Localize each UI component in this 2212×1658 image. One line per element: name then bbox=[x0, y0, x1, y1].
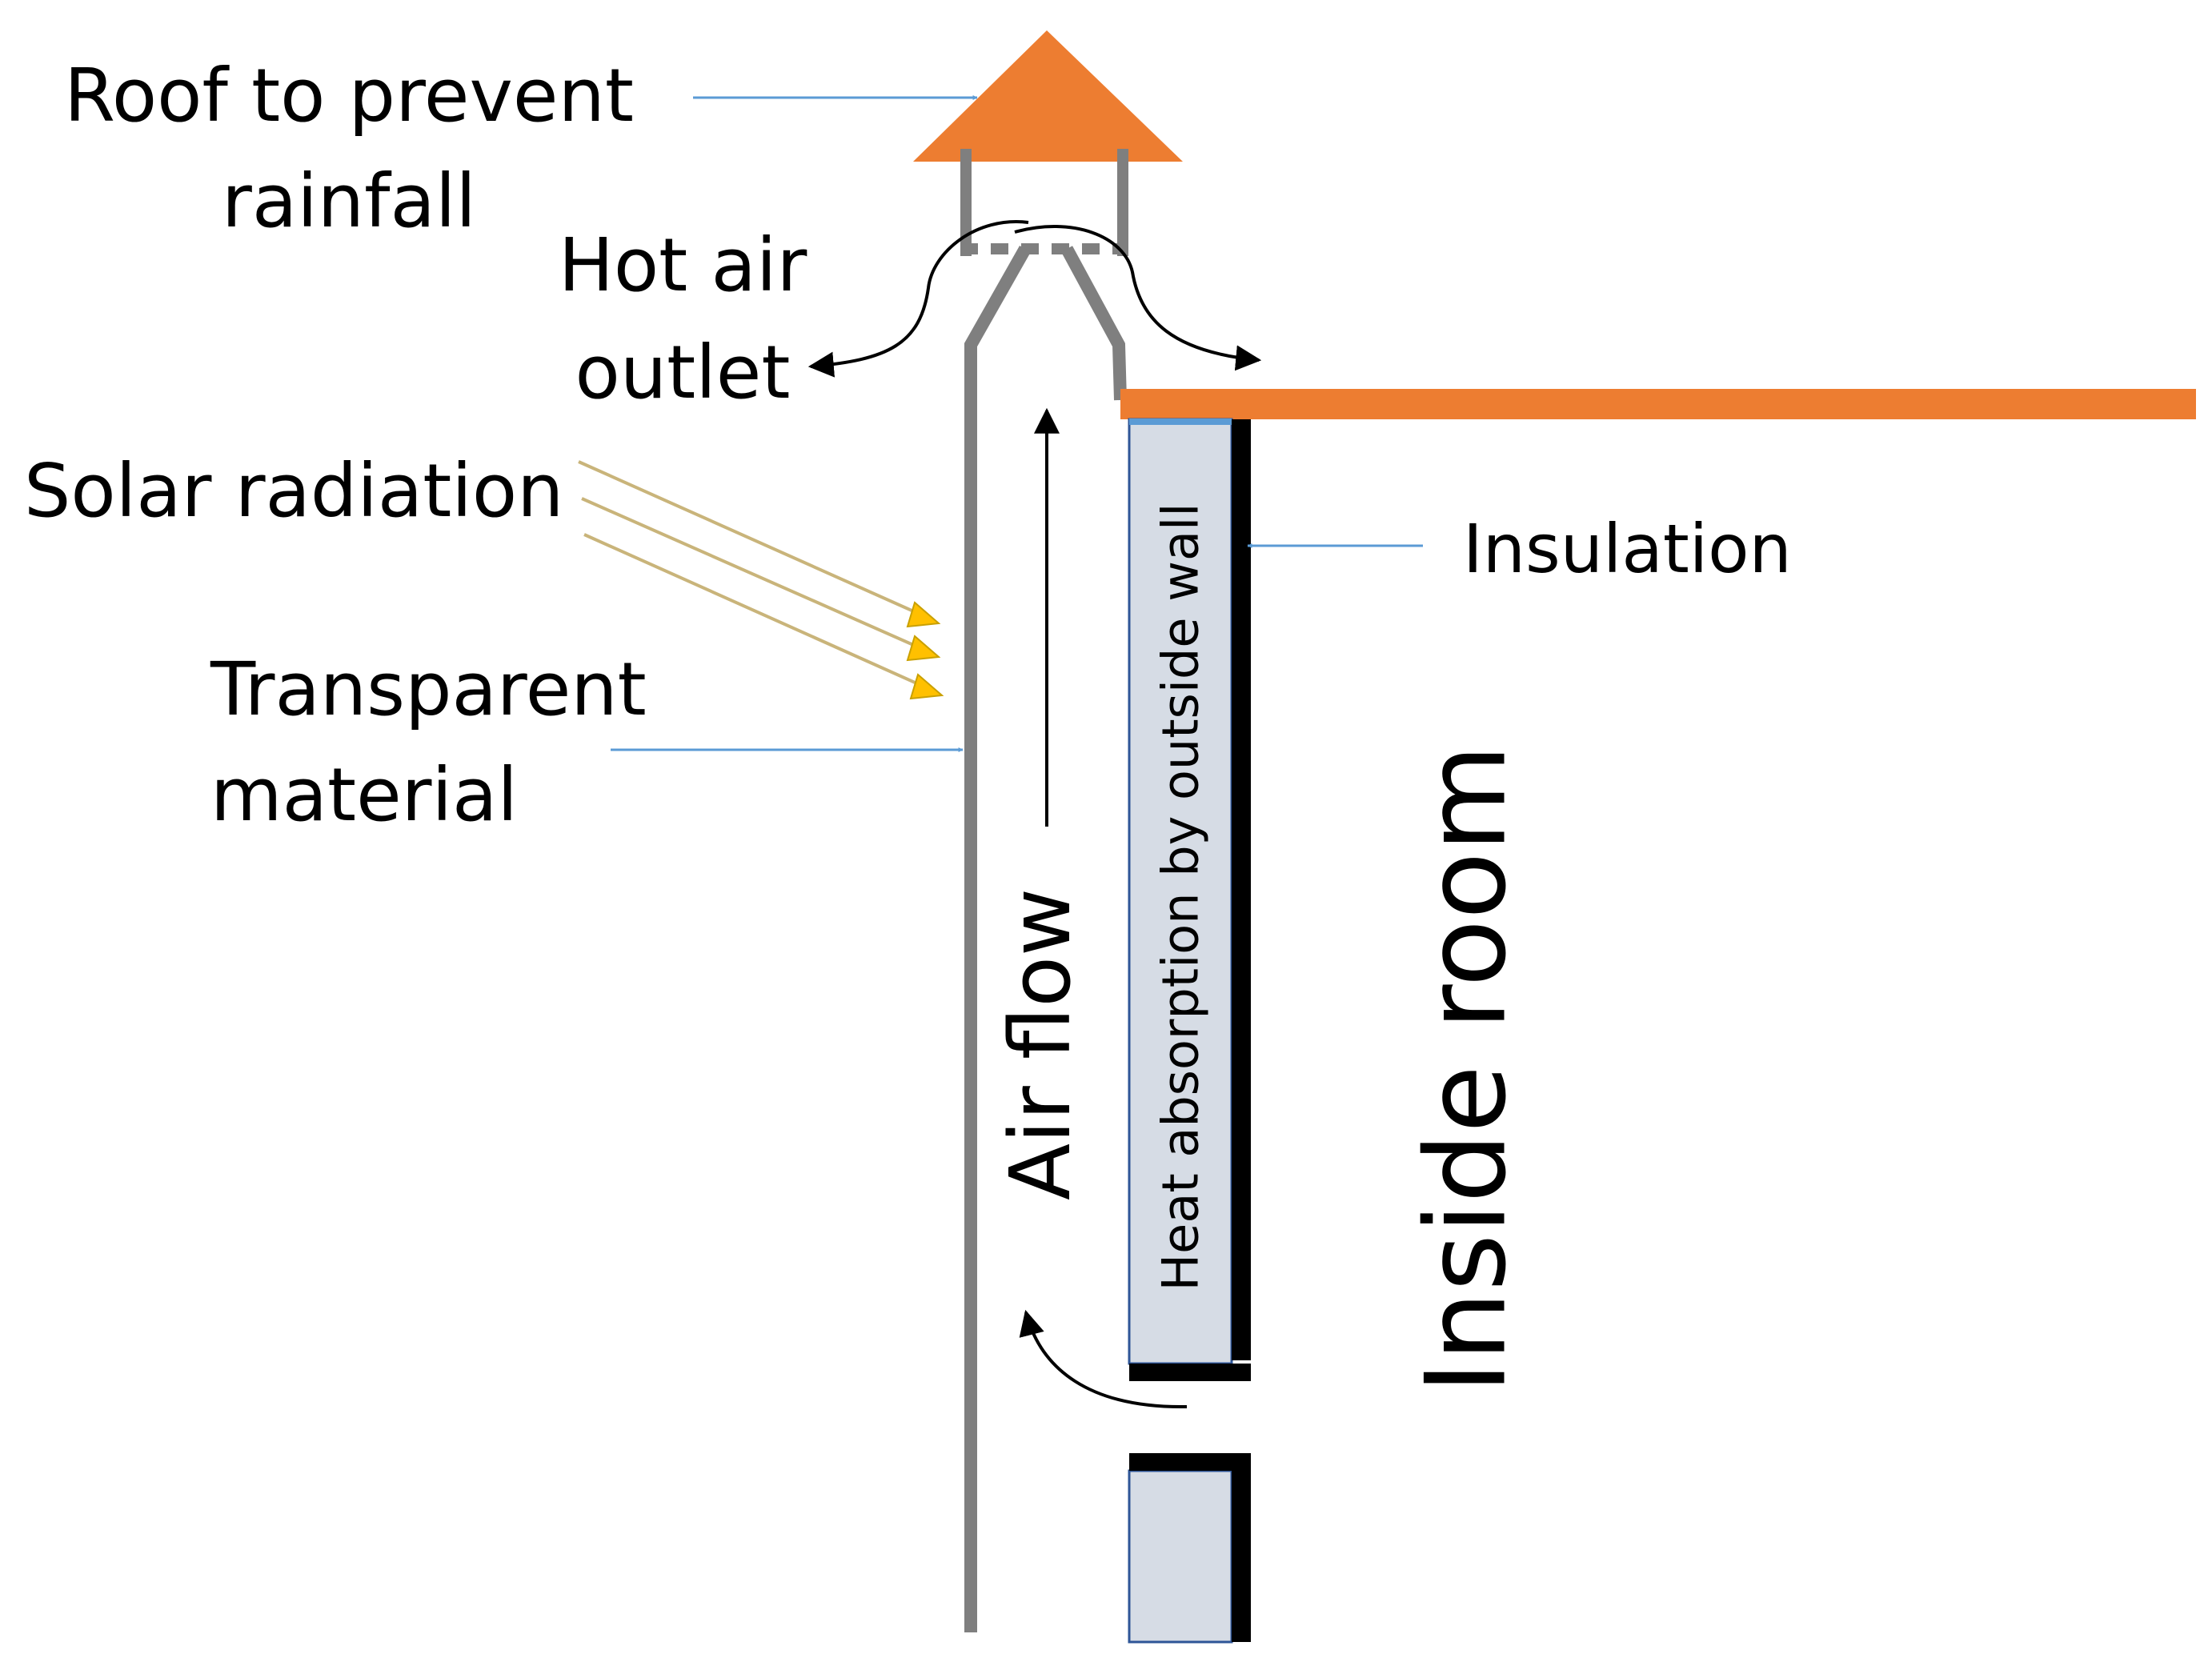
transparent-label-line1: Transparent bbox=[210, 647, 647, 732]
hot-air-arrow-right bbox=[1014, 225, 1262, 371]
solar-ray-head-1 bbox=[906, 601, 941, 628]
insulation-lower-top bbox=[1129, 1453, 1251, 1471]
roof-label-line1: Roof to prevent bbox=[64, 53, 634, 138]
air-flow-label: Air flow bbox=[992, 888, 1089, 1200]
glazing-left-wall bbox=[964, 246, 1031, 1632]
solar-ray-2 bbox=[581, 497, 925, 651]
transparent-label-line2: material bbox=[210, 752, 518, 838]
insulation-upper bbox=[1232, 419, 1251, 1360]
insulation-lower bbox=[1232, 1453, 1251, 1642]
ceiling-slab bbox=[1120, 389, 2196, 419]
roof-shape bbox=[913, 30, 1183, 162]
solar-ray-1 bbox=[578, 460, 925, 618]
solar-ray-head-2 bbox=[906, 635, 941, 662]
insulation-upper-bottom bbox=[1129, 1364, 1251, 1381]
solar-radiation-label: Solar radiation bbox=[24, 448, 563, 534]
outlet-label-line2: outlet bbox=[575, 330, 791, 415]
outlet-label-line1: Hot air bbox=[559, 222, 807, 308]
absorber-wall-lower bbox=[1128, 1469, 1233, 1644]
solar-ray-head-3 bbox=[909, 673, 944, 700]
absorber-wall-upper bbox=[1128, 418, 1233, 1365]
heat-absorption-label: Heat absorption by outside wall bbox=[1152, 503, 1210, 1292]
room-air-inlet-arrow bbox=[1019, 1309, 1188, 1409]
solar-ray-3 bbox=[583, 533, 928, 690]
roof-label-line2: rainfall bbox=[222, 158, 476, 244]
insulation-label: Insulation bbox=[1463, 510, 1792, 588]
solar-rays bbox=[578, 460, 944, 700]
glazing-right-wall bbox=[1060, 246, 1127, 401]
hot-air-arrow-left bbox=[807, 220, 1029, 378]
inside-room-label: Inside room bbox=[1402, 744, 1531, 1394]
